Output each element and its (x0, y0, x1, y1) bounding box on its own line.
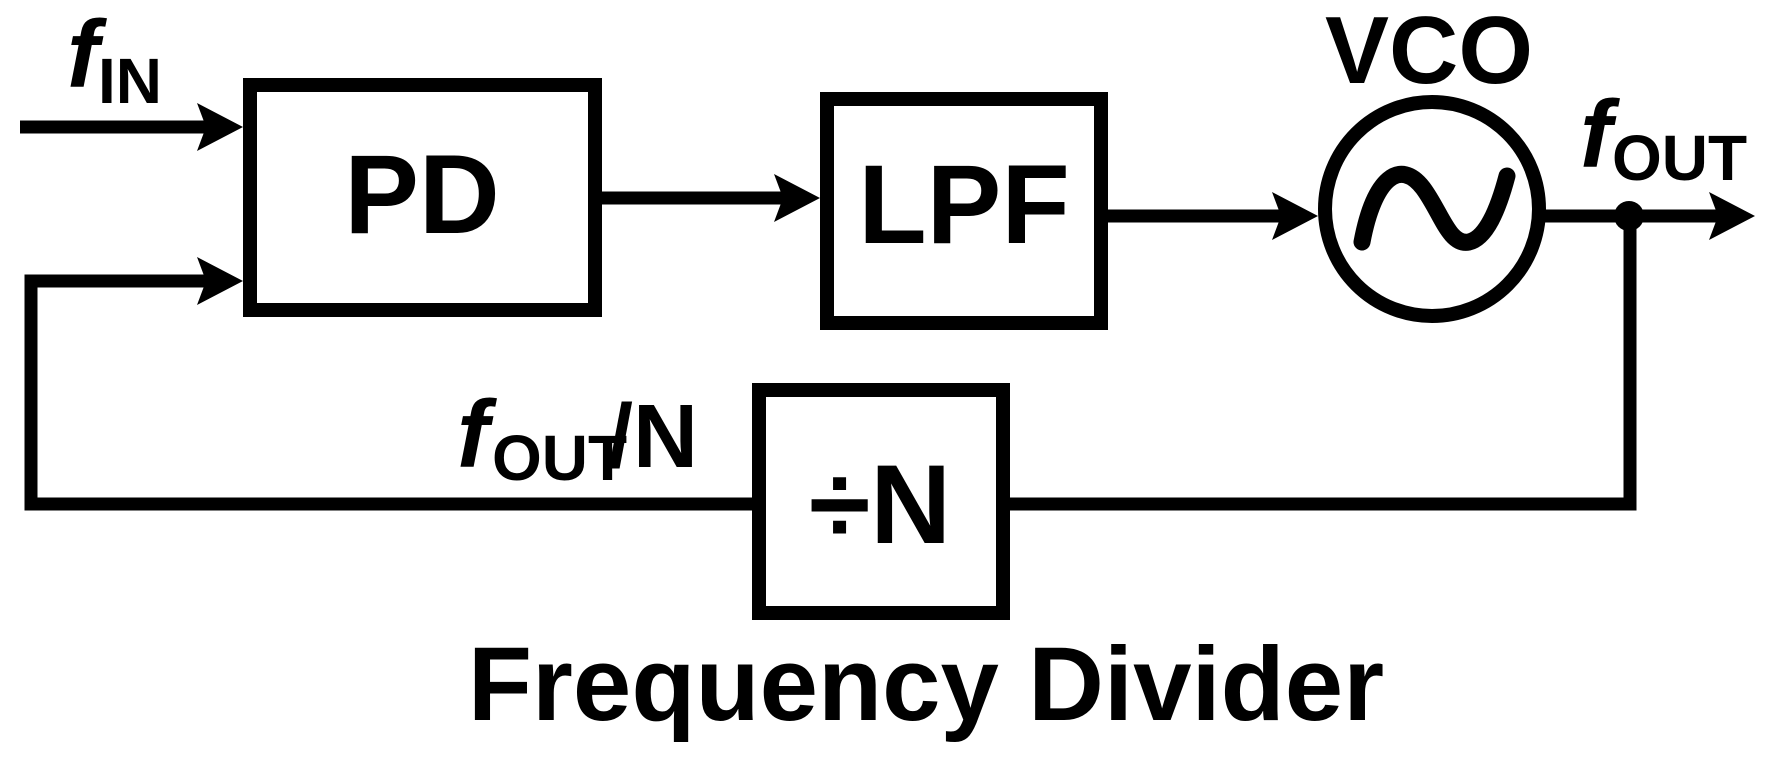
feedback-label-base: f (457, 381, 497, 488)
arrowhead-fin-to-pd (197, 103, 243, 151)
divider-label: ÷N (809, 442, 951, 567)
pd-block (243, 78, 602, 317)
fout-label: f OUT (1580, 81, 1747, 194)
lpf-block (820, 92, 1108, 330)
fin-label: f IN (67, 1, 162, 117)
feedback-label-subscript: OUT (492, 422, 627, 494)
fout-label-subscript: OUT (1612, 122, 1747, 194)
sine-wave-icon (1353, 165, 1516, 251)
arrowhead-lpf-to-vco (1272, 192, 1318, 240)
vco-label: VCO (1325, 0, 1533, 104)
lpf-label: LPF (858, 142, 1070, 267)
diagram-caption: Frequency Divider (468, 626, 1384, 743)
pd-label: PD (344, 132, 500, 257)
arrowhead-fout-output (1709, 192, 1755, 240)
feedback-label: f OUT /N (457, 381, 698, 494)
arrowhead-pd-to-lpf (774, 174, 820, 222)
divider-block (752, 383, 1010, 620)
junction-dot (1614, 201, 1644, 231)
arrowhead-feedback-to-pd (197, 257, 243, 305)
feedback-loop-wire (24, 216, 1637, 511)
fin-label-subscript: IN (98, 45, 162, 117)
feedback-label-suffix: /N (608, 387, 698, 487)
